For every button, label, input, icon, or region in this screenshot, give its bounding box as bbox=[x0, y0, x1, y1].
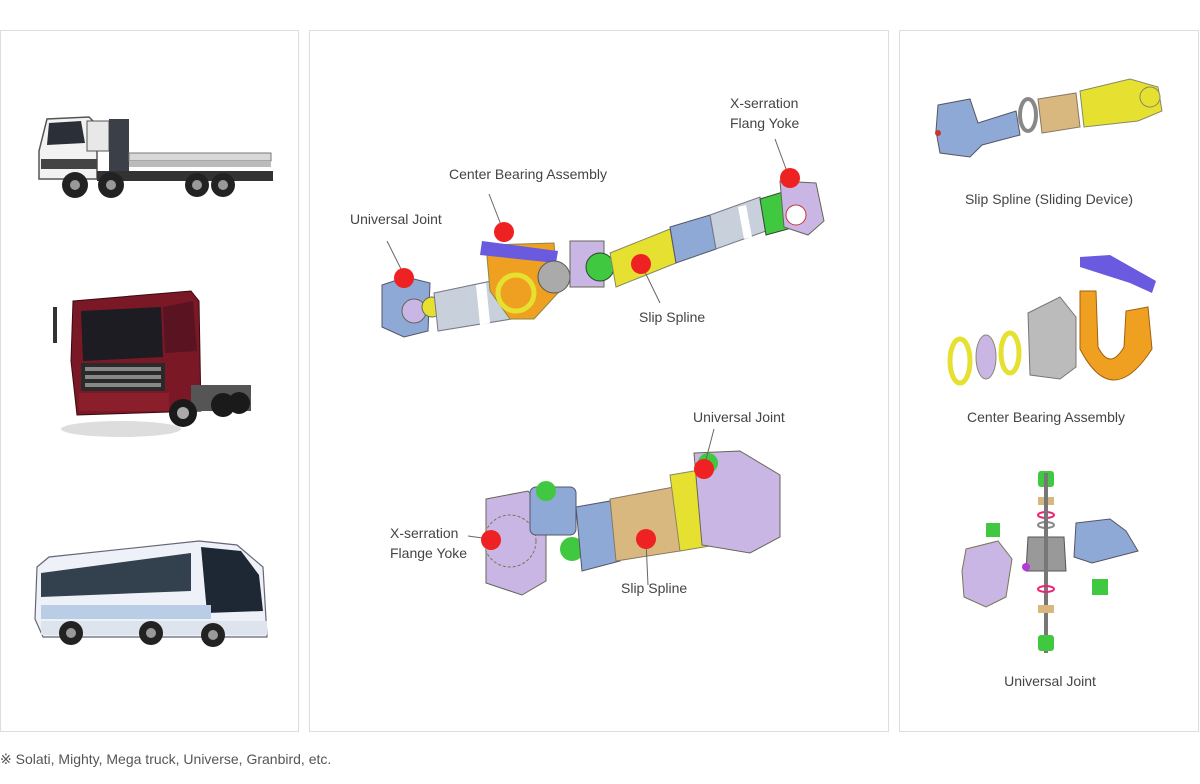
component-illustrations bbox=[935, 78, 1163, 653]
label-x-serration-bottom-line1: X-serration bbox=[390, 525, 459, 541]
label-slip-spline-bottom: Slip Spline bbox=[621, 580, 688, 596]
vehicle-illustrations bbox=[34, 116, 273, 647]
component-panel: Slip Spline (Sliding Device) Center Bear… bbox=[899, 30, 1199, 732]
label-universal-joint-bottom: Universal Joint bbox=[693, 409, 785, 425]
marker-universal-joint-bottom bbox=[694, 459, 714, 479]
cargo-truck-image bbox=[38, 116, 273, 198]
label-center-bearing-assembly: Center Bearing Assembly bbox=[449, 166, 607, 182]
marker-slip-spline-bottom bbox=[636, 529, 656, 549]
caption-center-bearing: Center Bearing Assembly bbox=[967, 409, 1125, 425]
label-slip-spline-top: Slip Spline bbox=[639, 309, 706, 325]
driveshaft-diagram-panel: X-serration Flang Yoke Center Bearing As… bbox=[309, 30, 889, 732]
tractor-truck-image bbox=[53, 290, 251, 437]
label-flange-yoke-bottom-line2: Flange Yoke bbox=[390, 545, 468, 561]
driveshaft-assembly-drawing bbox=[381, 138, 825, 596]
marker-slip-spline-top bbox=[631, 254, 651, 274]
label-x-serration-line1: X-serration bbox=[730, 95, 799, 111]
center-bearing-exploded bbox=[947, 255, 1156, 386]
propeller-shaft-bottom bbox=[467, 428, 781, 596]
marker-x-serration-top bbox=[780, 168, 800, 188]
coach-bus-image bbox=[34, 540, 268, 647]
caption-universal-joint: Universal Joint bbox=[1004, 673, 1096, 689]
label-universal-joint-top: Universal Joint bbox=[350, 211, 442, 227]
propeller-shaft-top bbox=[381, 138, 825, 338]
vehicle-panel bbox=[0, 30, 299, 732]
vehicle-applications-footnote: ※ Solati, Mighty, Mega truck, Universe, … bbox=[0, 751, 332, 767]
caption-slip-spline: Slip Spline (Sliding Device) bbox=[964, 191, 1134, 207]
universal-joint-exploded bbox=[961, 471, 1139, 653]
label-flang-yoke-line2: Flang Yoke bbox=[730, 115, 800, 131]
marker-x-serration-bottom bbox=[481, 530, 501, 550]
marker-center-bearing bbox=[494, 222, 514, 242]
slip-spline-exploded bbox=[935, 78, 1163, 158]
marker-universal-joint-top bbox=[394, 268, 414, 288]
